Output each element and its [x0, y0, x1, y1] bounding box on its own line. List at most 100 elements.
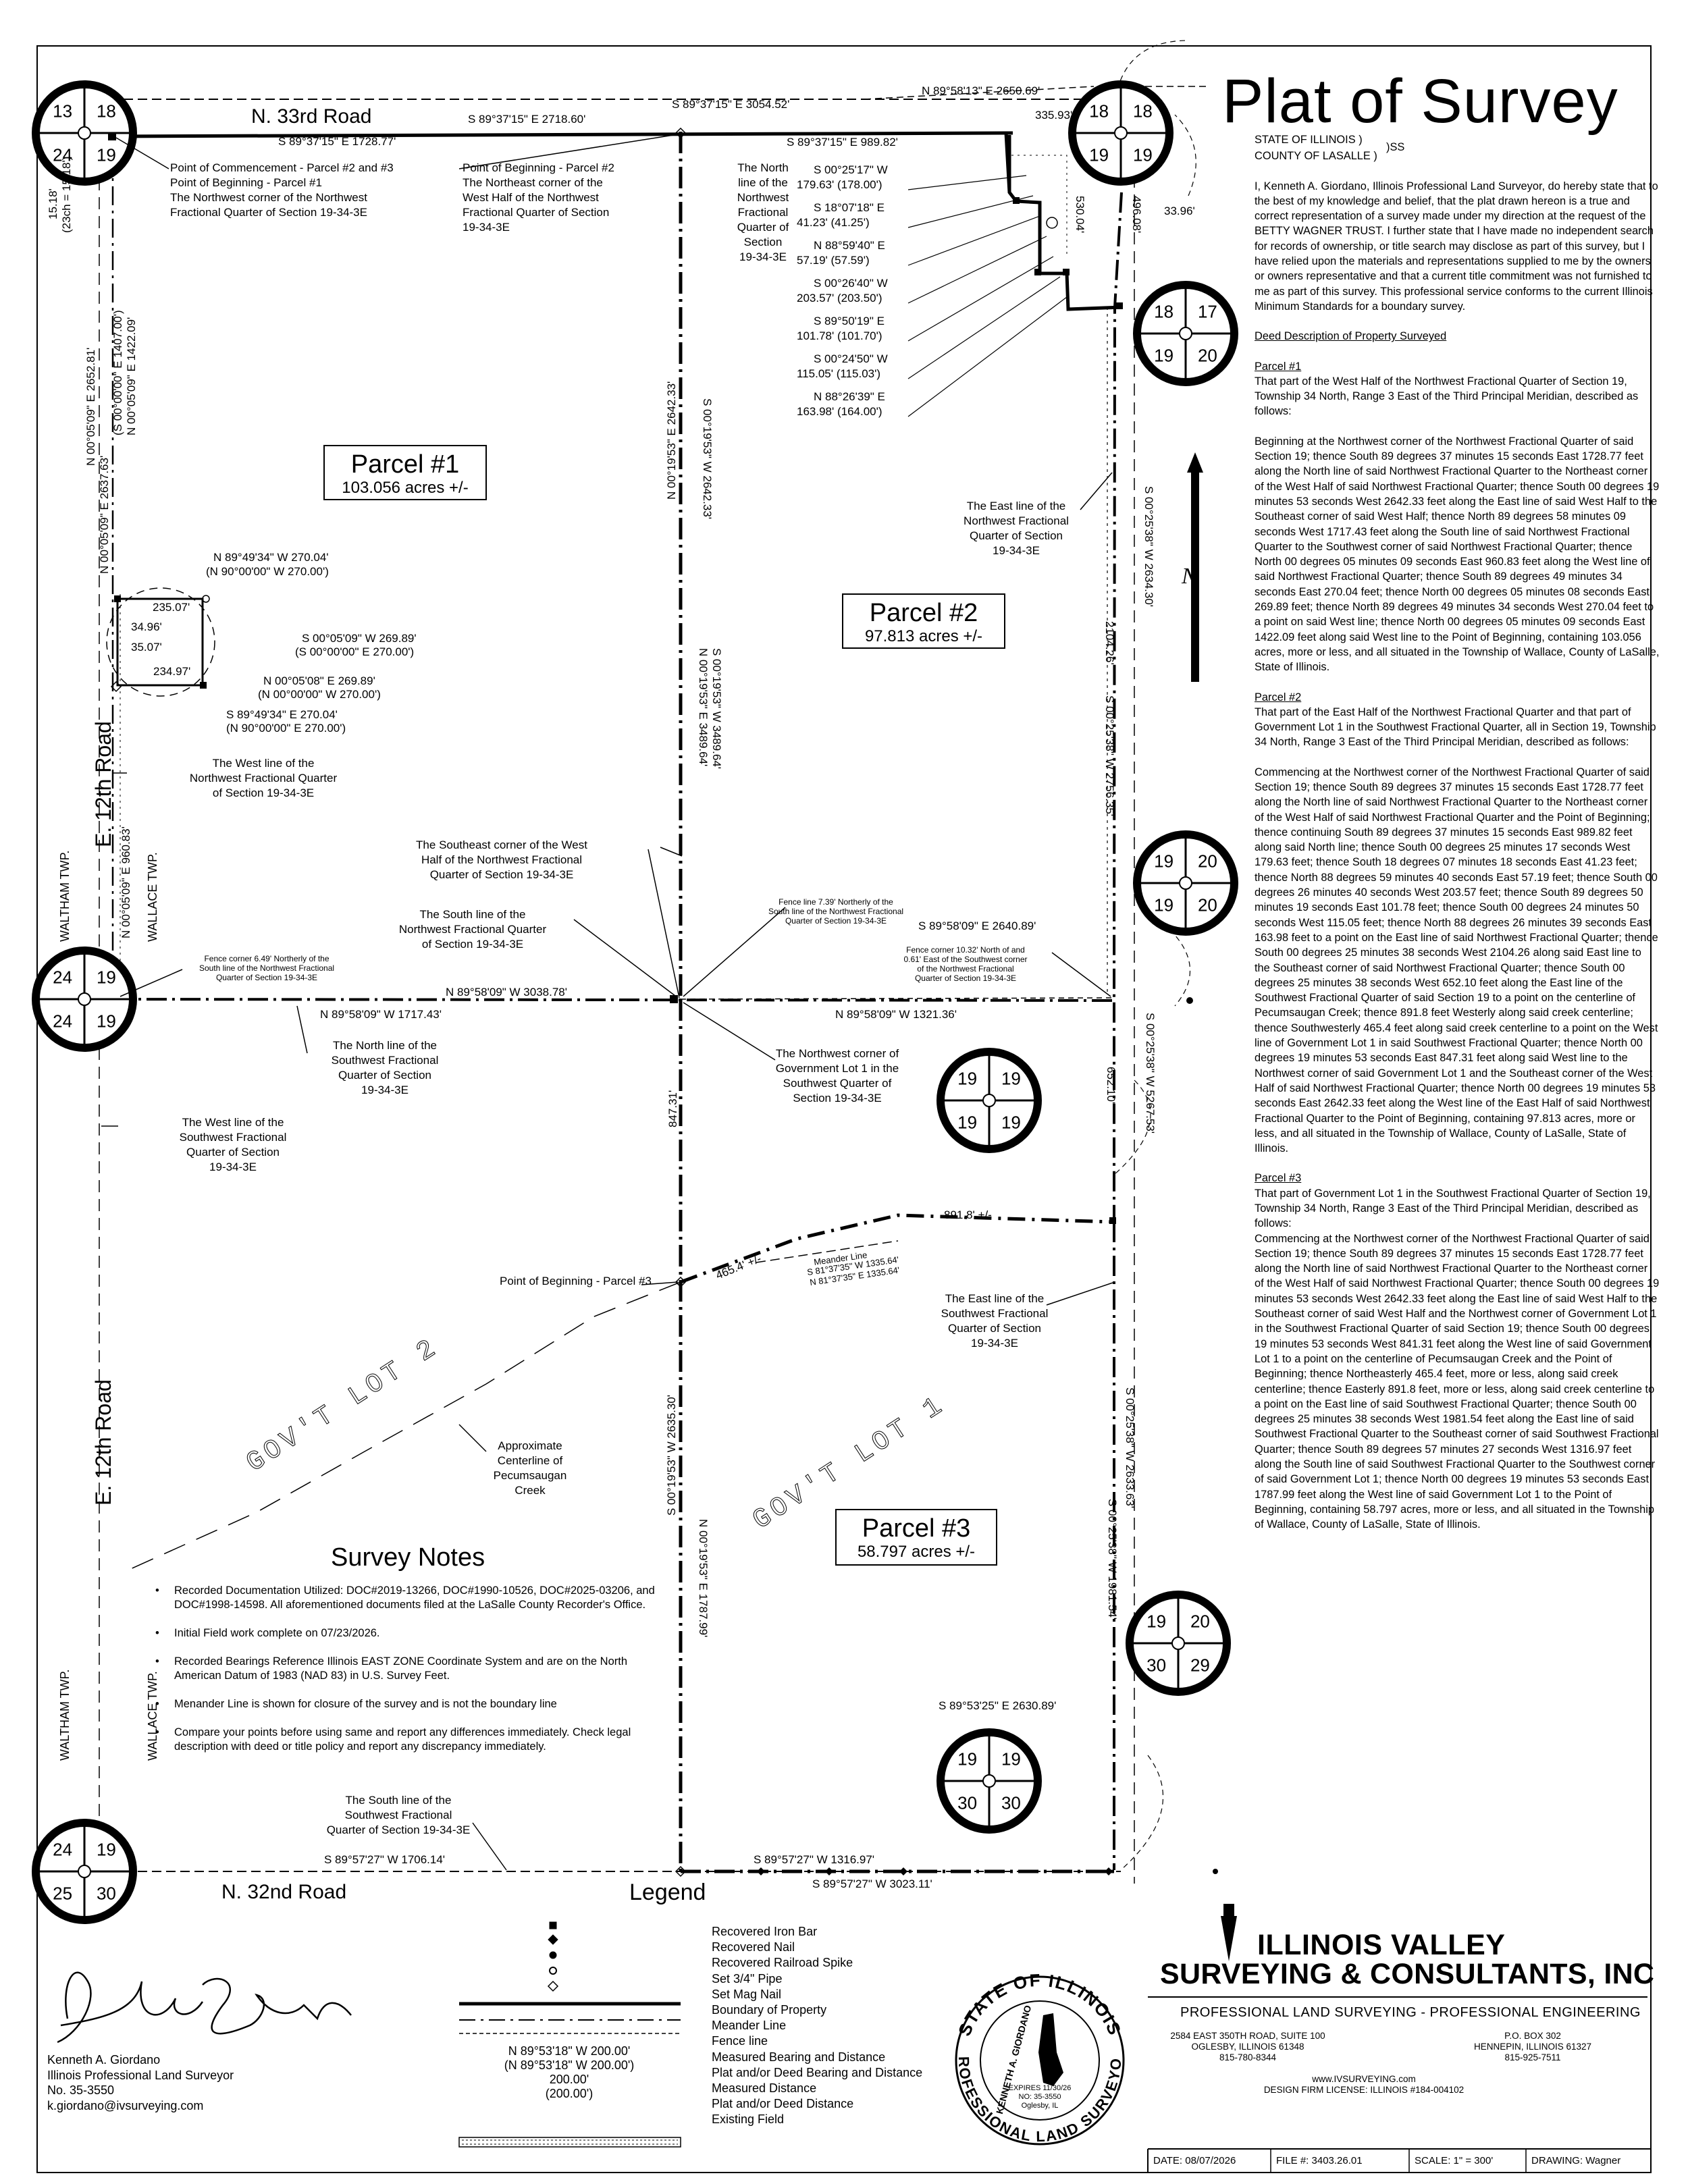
callout-se-whalf-a: The Southeast corner of the West: [416, 838, 587, 851]
section-number: 24: [53, 1840, 72, 1860]
north-arrow-label: N: [1181, 564, 1198, 589]
surveyor-email: k.giordano@ivsurveying.com: [47, 2098, 204, 2112]
township-waltham-2: WALTHAM TWP.: [58, 1670, 72, 1761]
surveyor-block: Kenneth A. Giordano Illinois Professiona…: [47, 2052, 234, 2113]
callout-se-whalf-b: Half of the Northwest Fractional: [421, 853, 582, 866]
firm-address-1: 2584 EAST 350TH ROAD, SUITE 100 OGLESBY,…: [1160, 2031, 1336, 2063]
bearing-n-overall: S 89°37'15" E 3054.52': [672, 98, 789, 111]
legend-example: N 89°53'18" W 200.00' (N 89°53'18" W 200…: [458, 2044, 681, 2101]
course-callout-bearing: S 18°07'18" E: [814, 201, 885, 214]
bearing-65210: 652.10': [1105, 1067, 1117, 1104]
legend-item: Measured Bearing and Distance: [712, 2050, 886, 2064]
seal-ring-top: STATE OF ILLINOIS: [954, 1970, 1126, 2039]
callout-nline-b: line of the: [738, 176, 788, 189]
section-number: 19: [957, 1112, 977, 1132]
course-callout-bearing: N 88°26'39" E: [814, 390, 885, 403]
titleblock-date: DATE: 08/07/2026: [1153, 2155, 1236, 2166]
bearing-n-top-right: N 89°58'13" E 2650.69': [922, 84, 1040, 97]
callout-fence3-b: 0.61' East of the Southwest corner: [903, 955, 1027, 964]
callout-fence1-c: Quarter of Section 19-34-3E: [216, 973, 317, 982]
survey-notes-list: Recorded Documentation Utilized: DOC#201…: [155, 1584, 668, 1768]
bearing-s1: S 89°57'27" W 1706.14': [324, 1853, 445, 1866]
callout-wline-a: The West line of the: [213, 757, 315, 770]
callout-sline-sw-a: The South line of the: [346, 1794, 452, 1807]
bearing-w1: (S 00°00'00" E 1407.00'): [111, 310, 124, 435]
bearing-23ch: (23ch = 15.18'): [60, 157, 73, 233]
section-number: 19: [1154, 851, 1173, 872]
tract-t5: 234.97': [153, 665, 190, 678]
course-leader: [907, 215, 1040, 266]
callout-pob3: Point of Beginning - Parcel #3: [500, 1275, 652, 1287]
callout-creek-b: Centerline of: [498, 1454, 563, 1467]
section-number: 18: [1133, 101, 1153, 122]
firm-address-1-line: 2584 EAST 350TH ROAD, SUITE 100: [1170, 2031, 1325, 2041]
parcel2-heading: Parcel #2: [1255, 691, 1302, 703]
legend-item: Plat and/or Deed Distance: [712, 2097, 854, 2111]
monuments: [108, 132, 1218, 1875]
tract-t3: 34.96': [131, 620, 162, 633]
callout-sline-nw-b: Northwest Fractional Quarter: [399, 923, 547, 936]
callout-sline-nw-c: of Section 19-34-3E: [422, 938, 523, 951]
road-west-lower: E. 12th Road: [91, 1379, 115, 1506]
section-number: 24: [53, 144, 72, 165]
bearing-e4: S 00°25'38" W 5267.53': [1144, 1013, 1157, 1134]
callout-commencement: Point of Commencement - Parcel #2 and #3: [170, 161, 394, 174]
bearings: S 89°37'15" E 3054.52' N 89°58'13" E 265…: [47, 84, 1195, 1890]
callout-eline-sw-c: Quarter of Section: [948, 1322, 1041, 1335]
section-number: 20: [1198, 345, 1217, 365]
set-monuments: [110, 127, 1058, 1877]
section-number: 30: [97, 1883, 116, 1903]
firm-website[interactable]: www.IVSURVEYING.com: [1312, 2074, 1416, 2084]
legend-example-line: N 89°53'18" W 200.00': [508, 2044, 631, 2058]
callout-creek-a: Approximate: [498, 1439, 562, 1452]
tract-t1b: (N 90°00'00" W 270.00'): [206, 565, 329, 578]
section-number: 30: [957, 1792, 977, 1813]
course-callout-distance: 203.57' (203.50'): [797, 292, 882, 304]
callout-ne-whalf-a: The Northeast corner of the: [463, 176, 603, 189]
survey-note: Menander Line is shown for closure of th…: [155, 1697, 668, 1711]
tract-t6b: (S 00°00'00" E 270.00'): [295, 645, 414, 658]
course-callout-bearing: S 00°26'40" W: [814, 277, 888, 290]
course-leader: [907, 276, 1061, 379]
callout-fence1-a: Fence corner 6.49' Northerly of the: [204, 954, 329, 963]
legend-item: Boundary of Property: [712, 2003, 827, 2017]
survey-note: Compare your points before using same an…: [155, 1726, 668, 1754]
cert-ss: )SS: [1386, 141, 1405, 153]
parcel3-heading: Parcel #3: [1255, 1172, 1302, 1185]
section-number: 20: [1198, 895, 1217, 915]
road-west-upper: E. 12th Road: [91, 721, 115, 847]
callout-nline-d: Fractional: [738, 206, 789, 219]
seal-expires: EXPIRES 11/30/26: [1009, 2084, 1072, 2092]
section-number: 29: [1190, 1655, 1210, 1675]
parcel-3-name: Parcel #3: [862, 1514, 971, 1543]
seal-city: Oglesby, IL: [1022, 2102, 1059, 2110]
course-callout-distance: 41.23' (41.25'): [797, 216, 870, 229]
leader-lines: [101, 134, 1113, 1871]
section-number: 19: [1133, 144, 1153, 165]
township-wallace-1: WALLACE TWP.: [146, 852, 159, 942]
bearing-49608: 496.08': [1130, 196, 1143, 233]
firm-address-2-line: HENNEPIN, ILLINOIS 61327: [1473, 2042, 1592, 2052]
firm-tagline: PROFESSIONAL LAND SURVEYING - PROFESSION…: [1180, 2005, 1641, 2020]
callout-wline-b: Northwest Fractional Quarter: [190, 772, 338, 784]
legend-list: Recovered Iron Bar Recovered Nail Recove…: [712, 1924, 922, 2128]
callouts: Point of Commencement - Parcel #2 and #3…: [170, 161, 1069, 1836]
legend-example-line: (200.00'): [545, 2087, 594, 2100]
firm-address-2-line: 815-925-7511: [1504, 2052, 1561, 2062]
course-callout-distance: 115.05' (115.03'): [797, 367, 880, 380]
bearing-3396: 33.96': [1164, 205, 1195, 217]
section-number: 19: [97, 967, 116, 988]
course-leader: [907, 256, 1054, 342]
titleblock-file: FILE #: 3403.26.01: [1276, 2155, 1363, 2166]
bearing-creek-1: 891.8' +/-: [944, 1208, 992, 1221]
bearing-s-top: S 89°53'25" E 2630.89': [939, 1699, 1056, 1712]
callout-nw-lot1-a: The Northwest corner of: [776, 1047, 899, 1060]
bearing-w4: N 00°05'09" E 2637.63': [98, 456, 111, 574]
township-waltham-1: WALTHAM TWP.: [58, 851, 72, 942]
